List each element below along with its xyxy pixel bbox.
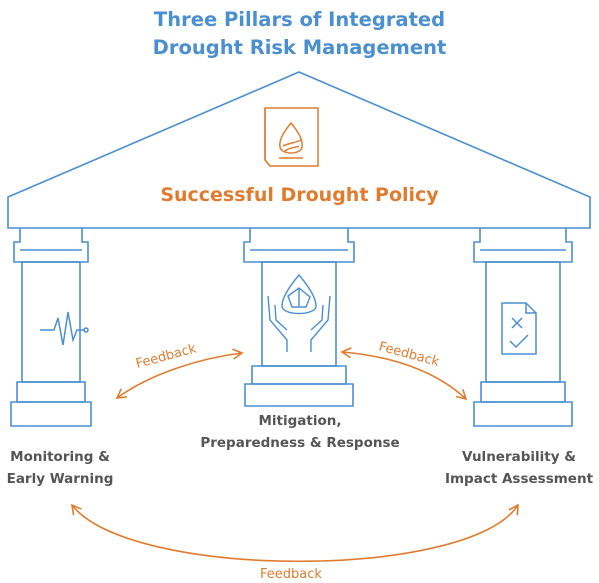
checklist-document-icon (501, 302, 537, 355)
right-pillar (473, 228, 573, 427)
pillar-center-label-line1: Mitigation, (258, 413, 342, 429)
diagram-title-line1: Three Pillars of Integrated (153, 8, 446, 31)
roof-label: Successful Drought Policy (160, 184, 439, 206)
roof (7, 71, 591, 229)
heartbeat-monitor-icon (40, 311, 89, 346)
pillar-left-label-line1: Monitoring & (10, 449, 110, 465)
pillar-right-label-line2: Impact Assessment (444, 471, 594, 487)
feedback-label-bottom: Feedback (260, 567, 322, 582)
policy-document-icon (264, 107, 319, 167)
pillar-right-label-line1: Vulnerability & (461, 449, 576, 465)
left-pillar (10, 228, 92, 427)
pillar-center-label-line2: Preparedness & Response (200, 435, 400, 451)
center-pillar (243, 228, 355, 407)
hands-holding-drop-icon (267, 273, 331, 352)
feedback-arrow-left (115, 348, 244, 399)
feedback-arrow-bottom (70, 503, 519, 562)
diagram-title-line2: Drought Risk Management (152, 36, 447, 59)
feedback-label-left: Feedback (134, 341, 198, 372)
pillar-left-label-line2: Early Warning (6, 471, 114, 487)
feedback-arrow-right (340, 347, 468, 401)
